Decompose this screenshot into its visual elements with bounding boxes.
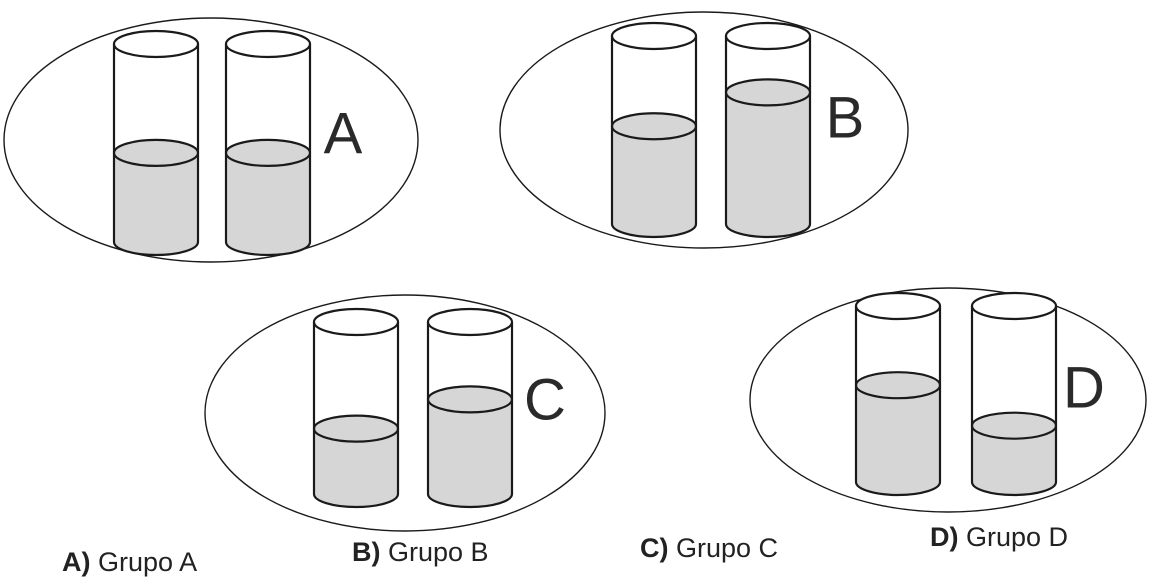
cylinder-right [224,29,312,257]
option-d-letter: D) [930,522,959,552]
cylinder-rim [854,291,942,321]
cylinder-rim [112,29,200,59]
liquid-surface [224,138,312,167]
group-ellipse [3,17,419,263]
group-b: B [499,11,909,249]
cylinder-left [610,21,698,239]
cylinder-rim [970,291,1058,321]
cylinder-base [112,241,200,257]
liquid-fill [314,428,398,507]
cylinder-base [970,481,1058,497]
liquid-fill [114,152,198,255]
option-b[interactable]: B) Grupo B [352,537,489,568]
option-c[interactable]: C) Grupo C [640,533,778,564]
liquid-surface [112,138,200,167]
option-a-letter: A) [62,547,91,577]
group-c: C [204,294,606,532]
cylinder-base [854,481,942,497]
liquid-surface [724,78,812,107]
liquid-surface [970,411,1058,440]
cylinder-rim [312,307,400,337]
liquid-fill [726,92,810,238]
cylinder-rim [426,307,514,337]
cylinder-base [224,241,312,257]
option-c-text: Grupo C [676,533,779,563]
cylinder-base [610,223,698,239]
cylinder-rim [224,29,312,59]
liquid-surface [312,414,400,443]
liquid-fill [226,152,310,255]
liquid-surface [854,371,942,400]
option-d[interactable]: D) Grupo D [930,522,1068,553]
group-ellipse [749,287,1147,513]
cylinder-base [426,493,514,509]
cylinder-left [312,307,400,509]
group-a: A [3,17,419,263]
liquid-fill [428,399,512,507]
option-a[interactable]: A) Grupo A [62,547,197,578]
cylinder-left [112,29,200,257]
group-ellipse [499,11,909,249]
option-b-text: Grupo B [388,537,489,567]
option-a-text: Grupo A [98,547,198,577]
liquid-surface [610,112,698,141]
liquid-fill [612,126,696,237]
cylinder-right [724,21,812,239]
group-d: D [749,287,1147,513]
liquid-fill [972,425,1056,495]
cylinder-left [854,291,942,497]
group-label: D [1063,355,1105,420]
cylinder-right [426,307,514,509]
option-d-text: Grupo D [966,522,1069,552]
cylinder-right [970,291,1058,497]
liquid-surface [426,385,514,414]
cylinder-rim [724,21,812,51]
cylinder-rim [610,21,698,51]
group-label: B [826,85,865,150]
option-b-letter: B) [352,537,381,567]
option-c-letter: C) [640,533,669,563]
liquid-fill [856,385,940,495]
cylinder-base [724,223,812,239]
cylinder-base [312,493,400,509]
group-label: A [324,101,363,166]
group-ellipse [204,294,606,532]
group-label: C [524,367,566,432]
